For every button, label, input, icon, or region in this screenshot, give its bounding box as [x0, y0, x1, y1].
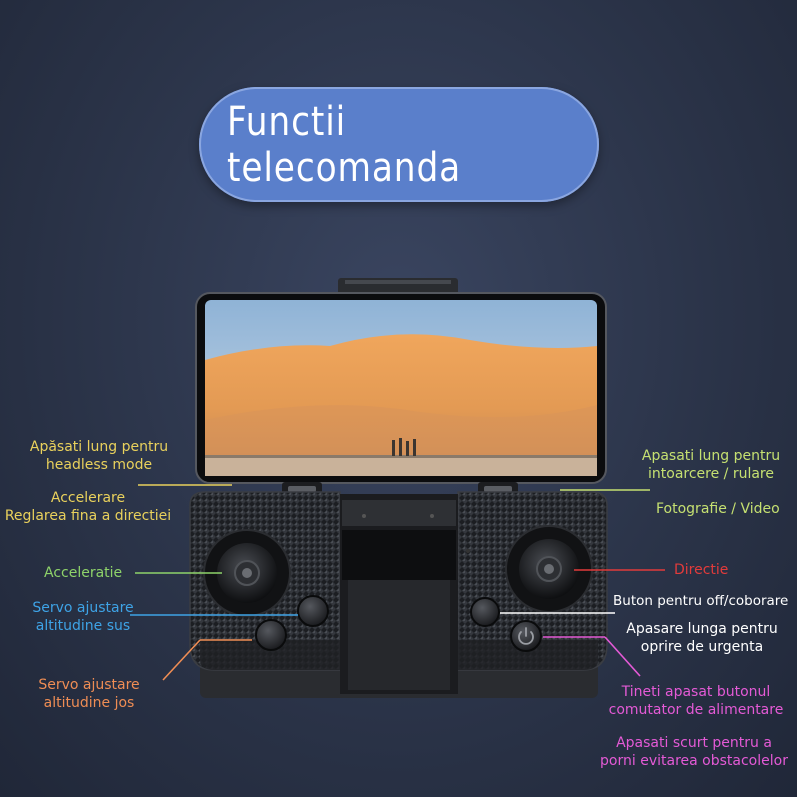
label-headless-mode: Apăsati lung pentru headless mode [29, 439, 169, 473]
title-pill: Functii telecomanda [199, 87, 599, 202]
power-button[interactable] [510, 620, 542, 652]
label-servo-up: Servo ajustare altitudine sus [32, 600, 134, 634]
right-joystick[interactable] [505, 525, 593, 613]
phone-icon [195, 292, 607, 484]
callout-lines [130, 484, 665, 681]
servo-down-button[interactable] [255, 619, 287, 651]
label-takeoff-landing: Buton pentru off/coborare [613, 593, 789, 609]
servo-up-button[interactable] [297, 595, 329, 627]
left-joystick[interactable] [203, 529, 291, 617]
takeoff-landing-button[interactable] [470, 597, 500, 627]
label-emergency-stop: Apasare lunga pentru oprire de urgenta [626, 621, 778, 655]
page-title: Functii telecomanda [227, 98, 462, 191]
label-directie: Directie [674, 562, 729, 578]
label-accel-trim: Accelerare Reglarea fina a directiei [4, 490, 172, 524]
power-icon [518, 627, 534, 645]
label-return-roll: Apasati lung pentru intoarcere / rulare [641, 448, 781, 482]
label-acceleratie: Acceleratie [44, 565, 123, 581]
label-photo-video: Fotografie / Video [656, 501, 780, 517]
label-power-switch: Tineti apasat butonul comutator de alime… [608, 684, 784, 718]
label-servo-down: Servo ajustare altitudine jos [38, 677, 140, 711]
label-obstacle-avoidance: Apasati scurt pentru a porni evitarea ob… [600, 735, 788, 769]
